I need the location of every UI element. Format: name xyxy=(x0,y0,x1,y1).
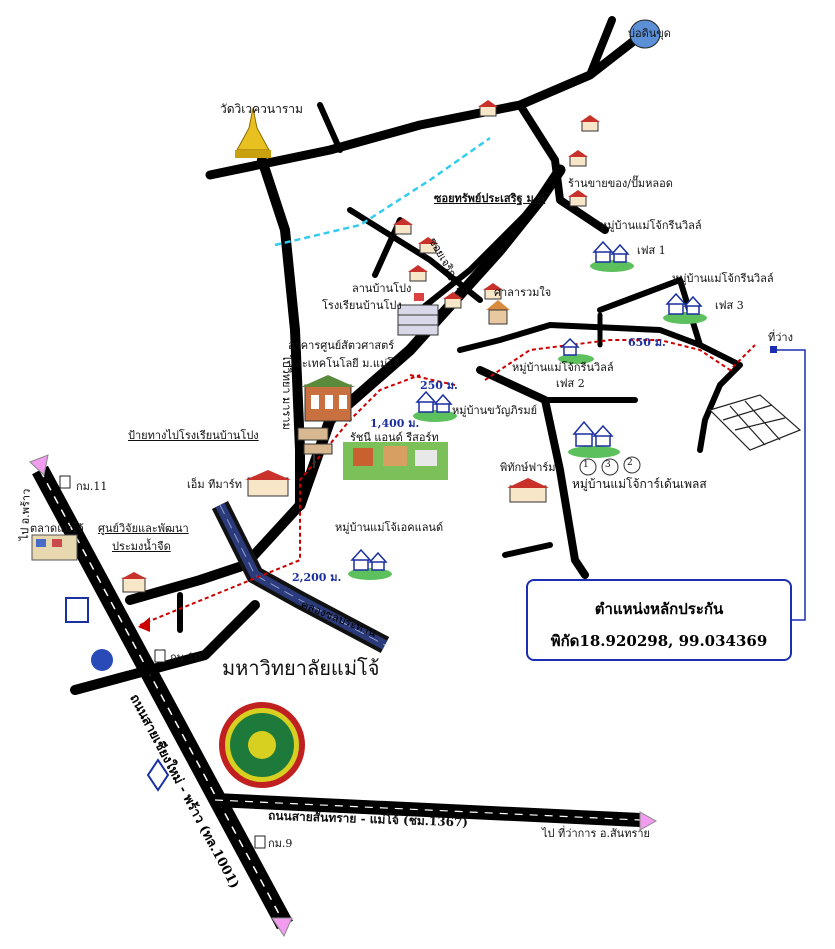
shop-label: ร้านขายของ/ปั๊มหลอด xyxy=(568,177,673,190)
info-connector xyxy=(775,349,806,621)
route-path xyxy=(139,339,756,626)
to-sansai-label: ไป ที่ว่าการ อ.สันทราย xyxy=(542,827,650,840)
plot-circle-2 xyxy=(623,456,641,474)
lot-marker xyxy=(770,346,777,353)
science-building-label-2: และเทคโนโลยี ม.แม่โจ้ xyxy=(288,357,400,370)
irrigation-canal xyxy=(211,500,390,653)
signpost-icon xyxy=(297,427,333,468)
plot-grid xyxy=(708,394,802,451)
phase3-label: เฟส 3 xyxy=(715,299,744,312)
main-highway xyxy=(32,465,293,930)
distance-2200-label: 2,200 ม. xyxy=(292,571,342,584)
village-icons xyxy=(348,240,707,580)
ecoland-label: หมู่บ้านแม่โจ้เอคแลนด์ xyxy=(335,521,444,534)
school-label: โรงเรียนบ้านโปง xyxy=(322,299,402,312)
km9-label: กม.9 xyxy=(268,837,293,850)
market-image xyxy=(31,534,78,561)
phithak-farm-label: พิทักษ์ฟาร์ม xyxy=(500,461,556,474)
plot-circle-3 xyxy=(601,458,619,476)
km11-label: กม.11 xyxy=(76,480,108,493)
garden-plus-label: หมู่บ้านแม่โจ้การ์เด้นเพลส xyxy=(572,477,707,491)
bank-logo-2 xyxy=(91,649,113,671)
green-villa-3-label: หมู่บ้านแม่โจ้กรีนวิลล์ xyxy=(672,272,774,285)
soi-sap-label: ซอยทรัพย์ประเสริฐ ม.6 xyxy=(434,192,546,205)
plot-3-label: 3 xyxy=(605,460,611,470)
arrow-to-phrao xyxy=(29,454,49,476)
khwan-rim-label: หมู่บ้านขวัญภิรมย์ xyxy=(452,404,538,417)
km10-label: กม.10 xyxy=(170,651,202,664)
green-villa-2-label: หมู่บ้านแม่โจ้กรีนวิลล์ xyxy=(512,361,614,374)
market-label: ตลาดแม่โจ้ xyxy=(30,522,84,535)
sala-label: ศาลารวมใจ xyxy=(494,286,552,299)
distance-650-label: 650 ม. xyxy=(628,336,666,349)
distance-1400-label: 1,400 ม. xyxy=(370,417,420,430)
research-center-label-2: ประมงน้ำจืด xyxy=(112,540,171,553)
collateral-title: ตำแหน่งหลักประกัน xyxy=(594,600,724,618)
empty-lot-label: ที่ว่าง xyxy=(768,331,793,344)
pond-icon xyxy=(629,19,661,49)
science-building-icon xyxy=(301,375,355,422)
canal-road-label: ไปวิทยา มาราม xyxy=(280,355,293,430)
phase2-label: เฟส 2 xyxy=(556,377,585,390)
arrow-to-sansai xyxy=(639,811,658,831)
temple-label: วัดวิเวควนาราม xyxy=(220,102,303,116)
collateral-info-box: ตำแหน่งหลักประกัน พิกัด18.920298, 99.034… xyxy=(526,579,792,661)
km-markers xyxy=(59,475,266,849)
research-center-label-1: ศูนย์วิจัยและพัฒนา xyxy=(98,522,189,535)
him-mart-label: เอ็ม ทีมาร์ท xyxy=(187,478,242,491)
signpost-label: ป้ายทางไปโรงเรียนบ้านโปง xyxy=(128,429,259,442)
resort-image xyxy=(343,442,448,480)
collateral-coords: พิกัด18.920298, 99.034369 xyxy=(550,632,768,650)
university-label: มหาวิทยาลัยแม่โจ้ xyxy=(222,656,380,680)
temple-icon xyxy=(235,107,271,158)
plot-1-label: 1 xyxy=(583,460,589,470)
pond-label: บ่อดินขุด xyxy=(628,27,671,40)
arrow-south xyxy=(271,917,293,938)
plot-circle-1 xyxy=(579,458,597,476)
resort-label: รัชนี แอนด์ รีสอร์ท xyxy=(350,431,439,444)
route-arrow xyxy=(138,617,150,632)
university-logo xyxy=(219,702,305,788)
distance-250-label: 250 ม. xyxy=(420,379,458,392)
house-icons xyxy=(121,100,600,593)
bank-logo-1 xyxy=(65,597,89,623)
sala-icon xyxy=(486,300,510,325)
sansai-road xyxy=(214,793,641,827)
science-building-label-1: อาคารศูนย์สัตวศาสตร์ xyxy=(288,339,395,352)
bank-logo-3 xyxy=(146,758,170,792)
plot-2-label: 2 xyxy=(627,458,633,468)
lan-ban-pong-label: ลานบ้านโปง xyxy=(352,282,412,295)
stream xyxy=(274,136,491,247)
green-villa-1-label: หมู่บ้านแม่โจ้กรีนวิลล์ xyxy=(600,219,702,232)
phase1-label: เฟส 1 xyxy=(637,244,666,257)
school-icon xyxy=(397,293,439,336)
